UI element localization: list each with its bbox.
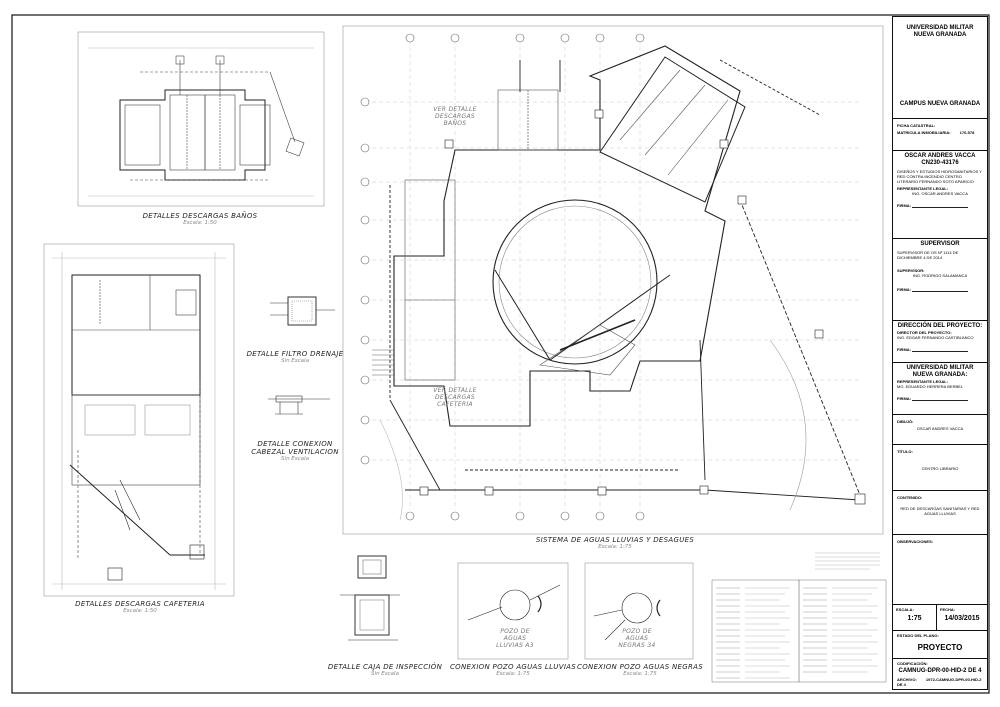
tb-codificacion-value: CAMNUG-DPR-00-HID-2 DE 4 [898,668,982,674]
cafeteria-title-text: DETALLES DESCARGAS CAFETERIA [75,600,205,608]
tb-firma-4: FIRMA: [897,396,911,401]
pozo-lluvias-title-text: CONEXION POZO AGUAS LLUVIAS [449,663,577,671]
tb-titulo: TÍTULO: CENTRO LIBRARIO [893,445,987,491]
banos-title-text: DETALLES DESCARGAS BAÑOS [142,212,258,220]
tb-rep-value: ING. OSCAR ANDRES VACCA [912,191,968,196]
tb-estado: ESTADO DEL PLANO: PROYECTO [893,631,987,659]
tb-institution: UNIVERSIDAD MILITAR NUEVA GRANADA [906,25,974,38]
main-scale-text: Escala: 1:75 [598,544,632,550]
tb-escala-fecha: ESCALA: 1:75 FECHA: 14/03/2015 [893,605,987,631]
tb-titulo-value: CENTRO LIBRARIO [921,466,959,471]
tb-supervisor-value: ING. RODRIGO SALAMANCA [912,273,968,278]
tb-designer-name: OSCAR ANDRES VACCA [904,153,976,159]
ventilacion-detail-title: DETALLE CONEXION CABEZAL VENTILACION Sin… [240,440,350,462]
caja-scale-text: Sin Escala [371,671,399,677]
pozo-negras-scale-text: Escala: 1:75 [623,671,657,677]
tb-designer-id: CN230-43176 [921,160,959,166]
filtro-drenaje-detail [270,296,335,326]
cafeteria-scale-text: Escala: 1:50 [123,608,157,614]
tb-director-value: ING. EDGAR FERNANDO CASTIBLANCO [897,335,974,340]
tb-estado-label: ESTADO DEL PLANO: [897,633,939,638]
tb-umng-head: UNIVERSIDAD MILITAR NUEVA GRANADA: [906,365,974,378]
pozo-lluvias-label-text: POZO DE AGUAS LLUVIAS A3 [496,628,534,649]
tb-escala: ESCALA: 1:75 [893,605,937,630]
tb-fecha-label: FECHA: [940,607,956,612]
tb-supervisor-label: SUPERVISOR: [897,268,925,273]
pozo-negras-title: CONEXION POZO AGUAS NEGRAS Escala: 1:75 [572,663,708,677]
pozo-negras-title-text: CONEXION POZO AGUAS NEGRAS [577,663,703,671]
ventilacion-detail [268,395,330,415]
main-site-plan [342,25,884,535]
tb-obs-label: OBSERVACIONES: [897,539,934,544]
tb-codificacion-label: CODIFICACIÓN: [897,661,928,666]
banos-detail-title: DETALLES DESCARGAS BAÑOS Escala: 1:50 [120,212,280,226]
tb-director-label: DIRECTOR DEL PROYECTO: [897,330,952,335]
pozo-lluvias-title: CONEXION POZO AGUAS LLUVIAS Escala: 1:75 [445,663,581,677]
tb-fecha: FECHA: 14/03/2015 [937,605,987,630]
pozo-negras-label: POZO DE AGUAS NEGRAS 34 [614,628,660,649]
banos-scale-text: Escala: 1:50 [183,220,217,226]
banos-detail-plan [77,31,325,207]
tb-firma-2: FIRMA: [897,287,911,292]
tb-contenido: CONTENIDO: RED DE DESCARGAS SANITARIAS Y… [893,491,987,535]
tb-supervisor-desc: SUPERVISOR DE OS Nº 1114 DE DICHIEMBRE 4… [897,250,959,260]
tb-observaciones: OBSERVACIONES: [893,535,987,605]
tb-fecha-value: 14/03/2015 [944,615,980,622]
main-title-text: SISTEMA DE AGUAS LLUVIAS Y DESAGUES [535,536,695,544]
tb-direccion-head: DIRECCIÓN DEL PROYECTO: [897,323,983,329]
pozo-lluvias-label: POZO DE AGUAS LLUVIAS A3 [492,628,538,649]
tb-dibujo-value: OSCAR ANDRES VACCA [916,426,964,431]
tb-ficha: FICHA CATASTRAL: MATRICULA INMOBILIARIA:… [893,119,987,151]
ver-banos-note: VER DETALLE DESCARGAS BAÑOS [430,106,480,127]
tb-matricula-label: MATRICULA INMOBILIARIA: [897,130,951,135]
tb-contenido-value: RED DE DESCARGAS SANITARIAS Y RED AGUAS … [900,506,980,516]
tb-campus: CAMPUS NUEVA GRANADA [899,101,981,107]
caja-detail-title: DETALLE CAJA DE INSPECCIÓN Sin Escala [325,663,445,677]
tb-dibujo: DIBUJÓ: OSCAR ANDRES VACCA [893,415,987,445]
tb-designer: OSCAR ANDRES VACCA CN230-43176 DISEÑOS Y… [893,151,987,239]
caja-inspeccion-detail [340,555,400,641]
filtro-scale-text: Sin Escala [281,358,309,364]
filtro-detail-title: DETALLE FILTRO DRENAJE Sin Escala [240,350,350,364]
ver-banos-text: VER DETALLE DESCARGAS BAÑOS [433,106,477,127]
tb-dibujo-label: DIBUJÓ: [897,419,914,424]
pozo-lluvias-scale-text: Escala: 1:75 [496,671,530,677]
tb-umng-rep-value: MG. EDUARDO HERRERA BERBEL [897,384,964,389]
tb-direccion: DIRECCIÓN DEL PROYECTO: DIRECTOR DEL PRO… [893,321,987,363]
tb-design-desc: DISEÑOS Y ESTUDIOS HIDROSANITARIOS Y RED… [897,169,982,184]
pozo-negras-detail [584,562,694,660]
tb-escala-label: ESCALA: [896,607,914,612]
tb-contenido-label: CONTENIDO: [897,495,923,500]
cafeteria-detail-title: DETALLES DESCARGAS CAFETERIA Escala: 1:5… [60,600,220,614]
tb-supervisor: SUPERVISOR SUPERVISOR DE OS Nº 1114 DE D… [893,239,987,321]
cafeteria-detail-plan [43,243,235,597]
tb-estado-value: PROYECTO [917,643,963,652]
caja-title-text: DETALLE CAJA DE INSPECCIÓN [327,663,443,671]
legend-table [711,552,887,683]
pozo-lluvias-detail [457,562,569,660]
tb-firma-1: FIRMA: [897,203,911,208]
tb-supervisor-head: SUPERVISOR [920,241,960,247]
tb-matricula-value: 176-578 [959,130,975,135]
ventilacion-title-text: DETALLE CONEXION CABEZAL VENTILACION [251,440,339,456]
ver-cafeteria-note: VER DETALLE DESCARGAS CAFETERIA [430,387,480,408]
tb-firma-3: FIRMA: [897,347,911,352]
tb-escala-value: 1:75 [907,615,922,622]
ventilacion-scale-text: Sin Escala [281,456,309,462]
pozo-negras-label-text: POZO DE AGUAS NEGRAS 34 [618,628,656,649]
ver-cafeteria-text: VER DETALLE DESCARGAS CAFETERIA [433,387,477,408]
tb-umng-rep-label: REPRESENTANTE LEGAL: [897,379,949,384]
title-block: UNIVERSIDAD MILITAR NUEVA GRANADA CAMPUS… [892,16,988,690]
tb-rep-label: REPRESENTANTE LEGAL: [897,186,949,191]
filtro-title-text: DETALLE FILTRO DRENAJE [246,350,344,358]
tb-header: UNIVERSIDAD MILITAR NUEVA GRANADA CAMPUS… [893,17,987,119]
tb-codificacion: CODIFICACIÓN: CAMNUG-DPR-00-HID-2 DE 4 A… [893,659,987,691]
main-plan-title: SISTEMA DE AGUAS LLUVIAS Y DESAGUES Esca… [500,536,730,550]
tb-umng: UNIVERSIDAD MILITAR NUEVA GRANADA: REPRE… [893,363,987,415]
tb-archivo-label: ARCHIVO: [897,677,917,682]
tb-ficha-label: FICHA CATASTRAL: [897,123,936,128]
tb-archivo-value: 1972-CAMNUG-DPR-00-HID-2 DE 4 [897,677,982,687]
tb-titulo-label: TÍTULO: [897,449,913,454]
